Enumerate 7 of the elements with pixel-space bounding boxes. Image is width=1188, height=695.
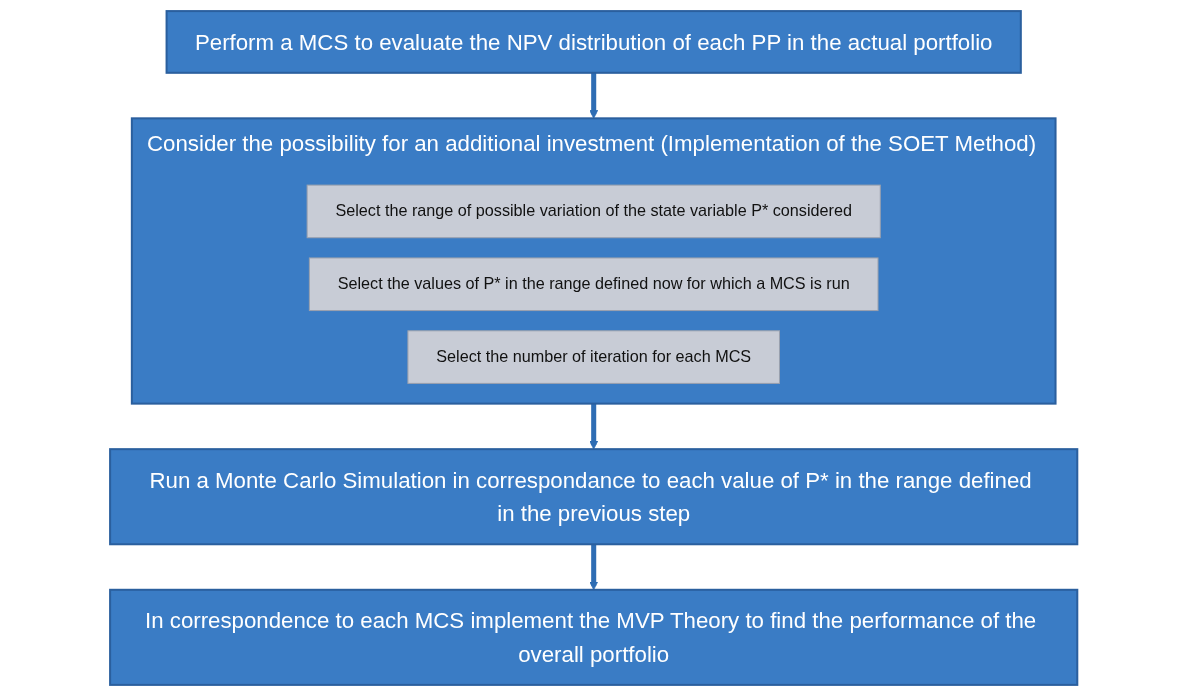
node-box: Perform a MCS to evaluate the NPV distribution of each PP in the actual portfolio <box>165 9 1023 74</box>
node-box: Select the values of P* in the range defined now for which a MCS is run <box>309 256 879 311</box>
node-box: Select the number of iteration for each MCS <box>407 329 781 384</box>
node-box: In correspondence to each MCS implement the MVP Theory to find the performance of the overall portfolio <box>109 588 1079 686</box>
arrow <box>589 543 599 590</box>
node-box: Run a Monte Carlo Simulation in correspondance to each value of P* in the range defined in the previous step <box>109 447 1079 545</box>
node-box: Select the range of possible variation of the state variable P* considered <box>306 184 882 238</box>
